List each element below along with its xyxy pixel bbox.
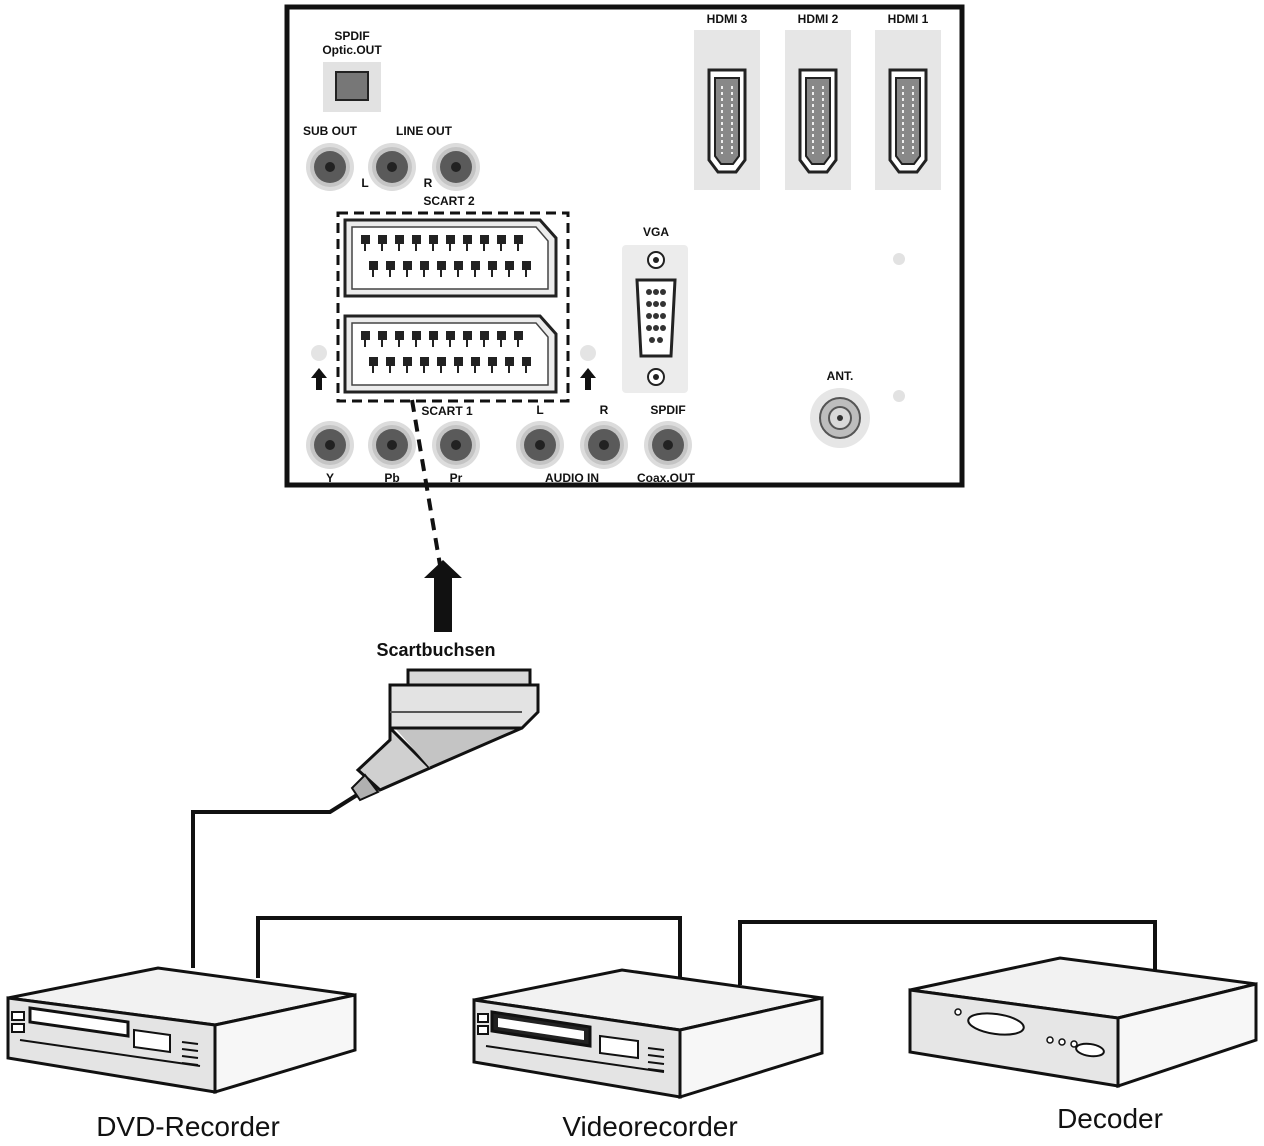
hdmi3-label: HDMI 3 xyxy=(707,12,748,26)
scart1-label: SCART 1 xyxy=(421,404,473,418)
scartbuchsen-label: Scartbuchsen xyxy=(376,640,495,660)
line-out-l-label: L xyxy=(361,176,368,190)
tv-rear-panel: SPDIF Optic.OUT SUB OUT LINE OUT L R HDM… xyxy=(284,4,965,488)
scart1-socket xyxy=(343,314,558,394)
spdif-coax-label-2: Coax.OUT xyxy=(637,471,696,485)
screw-hole-right xyxy=(580,345,596,361)
cable-dvd-to-videorecorder xyxy=(256,916,682,985)
audio-in-l-jack xyxy=(516,421,564,469)
screw-hole-bottom-right xyxy=(893,390,905,402)
audio-in-r-jack xyxy=(580,421,628,469)
videorecorder-icon xyxy=(472,968,824,1100)
up-arrow-icon xyxy=(580,368,596,390)
pr-jack xyxy=(432,421,480,469)
scart2-socket xyxy=(343,218,558,298)
hdmi2-label: HDMI 2 xyxy=(798,12,839,26)
decoder-icon xyxy=(908,956,1258,1089)
audio-l-label: L xyxy=(536,403,543,417)
spdif-optic-label-2: Optic.OUT xyxy=(322,43,382,57)
scart-plug-icon xyxy=(350,668,540,802)
hdmi1-port xyxy=(873,28,943,192)
hdmi2-port xyxy=(783,28,853,192)
scart2-label: SCART 2 xyxy=(423,194,475,208)
antenna-port xyxy=(810,388,870,448)
y-jack xyxy=(306,421,354,469)
spdif-coax-label-1: SPDIF xyxy=(650,403,685,417)
line-out-r-jack xyxy=(432,143,480,191)
videorecorder-label: Videorecorder xyxy=(562,1111,737,1142)
pr-label: Pr xyxy=(450,471,463,485)
cable-videorecorder-to-decoder xyxy=(738,920,1157,985)
decoder-label: Decoder xyxy=(1057,1103,1163,1134)
spdif-optic-label-1: SPDIF xyxy=(334,29,369,43)
cable-to-dvd-recorder xyxy=(191,793,359,968)
screw-hole-left xyxy=(311,345,327,361)
screw-hole-top-right xyxy=(893,253,905,265)
line-out-l-jack xyxy=(368,143,416,191)
spdif-optic-out-port: SPDIF Optic.OUT xyxy=(322,29,382,112)
hdmi3-port xyxy=(692,28,762,192)
up-arrow-icon xyxy=(311,368,327,390)
pb-jack xyxy=(368,421,416,469)
dashed-connection-line xyxy=(410,399,442,566)
pb-label: Pb xyxy=(384,471,399,485)
sub-out-label: SUB OUT xyxy=(303,124,358,138)
y-label: Y xyxy=(326,471,334,485)
audio-in-label: AUDIO IN xyxy=(545,471,599,485)
vga-label: VGA xyxy=(643,225,669,239)
sub-out-jack xyxy=(306,143,354,191)
ant-label: ANT. xyxy=(827,369,854,383)
line-out-label: LINE OUT xyxy=(396,124,453,138)
vga-port xyxy=(622,245,688,393)
hdmi1-label: HDMI 1 xyxy=(888,12,929,26)
spdif-coax-jack xyxy=(644,421,692,469)
dvd-recorder-label: DVD-Recorder xyxy=(96,1111,280,1142)
up-arrow-icon xyxy=(424,560,462,632)
line-out-r-label: R xyxy=(424,176,433,190)
dvd-recorder-icon xyxy=(6,966,357,1095)
scart-highlight-box xyxy=(336,211,570,403)
audio-r-label: R xyxy=(600,403,609,417)
